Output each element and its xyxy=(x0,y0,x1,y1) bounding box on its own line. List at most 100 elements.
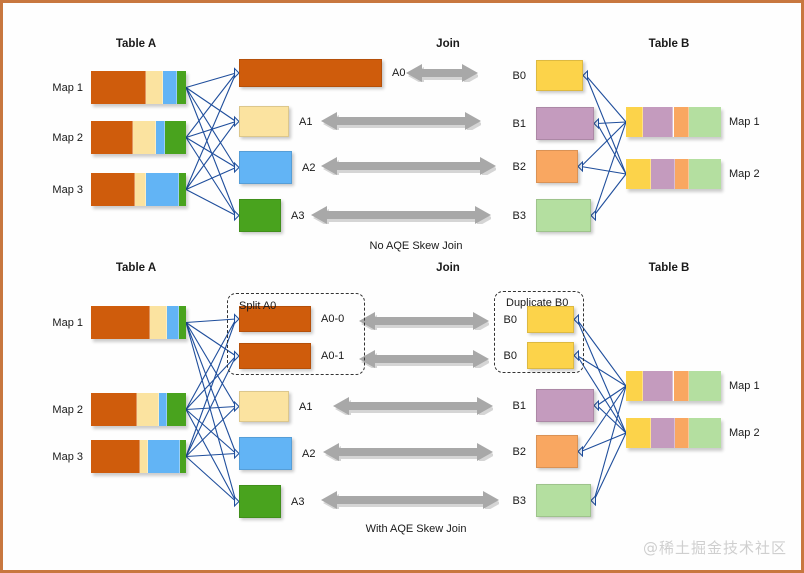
partition-b-label: B0 xyxy=(512,69,526,82)
edge-arrowhead xyxy=(234,400,240,413)
bar-segment-lightgreen xyxy=(688,371,721,401)
edge-arrowhead xyxy=(577,160,583,173)
right-map-label: Map 2 xyxy=(729,427,760,439)
join-arrow-double xyxy=(333,397,493,415)
table-a-map-bar xyxy=(91,440,186,473)
bar-segment-blue xyxy=(148,440,181,473)
partition-b-block xyxy=(536,389,594,422)
shuffle-edge xyxy=(185,72,237,89)
partition-b-block xyxy=(536,107,594,140)
bar-segment-cream xyxy=(133,121,157,154)
edge-arrowhead xyxy=(593,117,599,130)
bar-segment-green xyxy=(164,121,186,154)
left-map-label: Map 3 xyxy=(52,184,83,196)
partition-b-block xyxy=(536,60,583,91)
duplicate-b0-box xyxy=(494,291,584,373)
partition-a-block xyxy=(239,199,281,232)
shuffle-edge xyxy=(185,72,237,138)
bar-segment-peach xyxy=(673,371,689,401)
shuffle-edge xyxy=(185,189,237,216)
shuffle-edge xyxy=(185,456,237,502)
shuffle-edge xyxy=(593,385,627,501)
partition-a-block xyxy=(239,59,382,87)
edge-arrowhead xyxy=(573,313,579,326)
left-map-label: Map 2 xyxy=(52,404,83,416)
bar-segment-blue xyxy=(145,173,179,206)
partition-b-label: B1 xyxy=(512,117,526,130)
split-a0-box xyxy=(227,293,365,375)
partition-a-label: A0 xyxy=(392,67,406,79)
shuffle-edge xyxy=(185,87,237,168)
bar-segment-mauve xyxy=(643,371,674,401)
shuffle-edge xyxy=(585,75,627,175)
split-a0-title: Split A0 xyxy=(239,300,277,312)
partition-a-label: A3 xyxy=(291,495,305,508)
bar-segment-yellow xyxy=(626,159,651,189)
shuffle-edge xyxy=(596,385,627,406)
partition-b-label: B2 xyxy=(512,160,526,173)
bar-segment-blue xyxy=(167,306,180,339)
edge-arrowhead xyxy=(593,399,599,412)
shuffle-edge xyxy=(593,432,627,501)
bar-segment-peach xyxy=(675,418,689,448)
shuffle-edge xyxy=(576,319,627,434)
table-a-map-bar xyxy=(91,71,186,104)
right-map-label: Map 1 xyxy=(729,116,760,128)
right-map-label: Map 1 xyxy=(729,380,760,392)
watermark: @稀土掘金技术社区 xyxy=(642,539,787,557)
partition-a-block xyxy=(239,485,281,518)
edge-arrowhead xyxy=(234,115,240,128)
partition-b-label: B1 xyxy=(512,399,526,412)
join-arrow-double xyxy=(323,443,493,461)
shuffle-edge xyxy=(596,121,627,125)
shuffle-edge xyxy=(593,173,627,216)
partition-a-label: A1 xyxy=(299,400,313,413)
join-arrow-double xyxy=(321,157,496,175)
shuffle-edge xyxy=(185,137,237,216)
shuffle-edge xyxy=(580,121,627,167)
bar-segment-yellow xyxy=(626,107,644,137)
join-arrow-double xyxy=(359,312,489,330)
join-arrow-double xyxy=(359,350,489,368)
partition-b-block xyxy=(527,306,574,333)
edge-arrowhead xyxy=(573,349,579,362)
partition-a-label: A2 xyxy=(302,161,316,174)
edge-arrowhead xyxy=(234,161,240,174)
duplicate-b0-title: Duplicate B0 xyxy=(506,297,569,309)
table-a-map-bar xyxy=(91,173,186,206)
bar-segment-green xyxy=(167,393,186,426)
bar-segment-cream xyxy=(145,71,164,104)
partition-a-label: A1 xyxy=(299,115,313,128)
edge-arrowhead xyxy=(234,495,240,508)
shuffle-edge xyxy=(185,355,237,457)
partition-a-block xyxy=(239,391,289,422)
bar-segment-green xyxy=(177,71,186,104)
left-map-label: Map 2 xyxy=(52,132,83,144)
shuffle-edge xyxy=(596,405,627,434)
partition-b-block xyxy=(536,484,591,517)
bar-segment-peach xyxy=(673,107,689,137)
edge-arrowhead xyxy=(234,350,240,362)
bar-segment-lightgreen xyxy=(688,418,721,448)
shuffle-edge xyxy=(580,432,627,453)
bar-segment-yellow xyxy=(626,418,651,448)
bar-segment-green xyxy=(178,173,186,206)
shuffle-edge xyxy=(185,137,237,168)
shuffle-edge xyxy=(585,75,627,123)
shuffle-edge xyxy=(576,355,627,387)
shuffle-edge xyxy=(580,165,627,175)
partition-a-block xyxy=(239,151,292,184)
shuffle-edge xyxy=(185,452,237,458)
bar-segment-yellow xyxy=(626,371,644,401)
edge-arrowhead xyxy=(234,67,240,79)
bar-segment-blue xyxy=(156,121,165,154)
bar-segment-lightgreen xyxy=(688,107,721,137)
edge-arrowhead xyxy=(234,209,240,222)
partition-b-block xyxy=(536,150,578,183)
partition-a-label: A0-0 xyxy=(321,313,345,325)
left-map-label: Map 1 xyxy=(52,317,83,329)
shuffle-edge xyxy=(185,72,237,190)
bar-segment-green xyxy=(179,306,186,339)
shuffle-edge xyxy=(185,87,237,216)
